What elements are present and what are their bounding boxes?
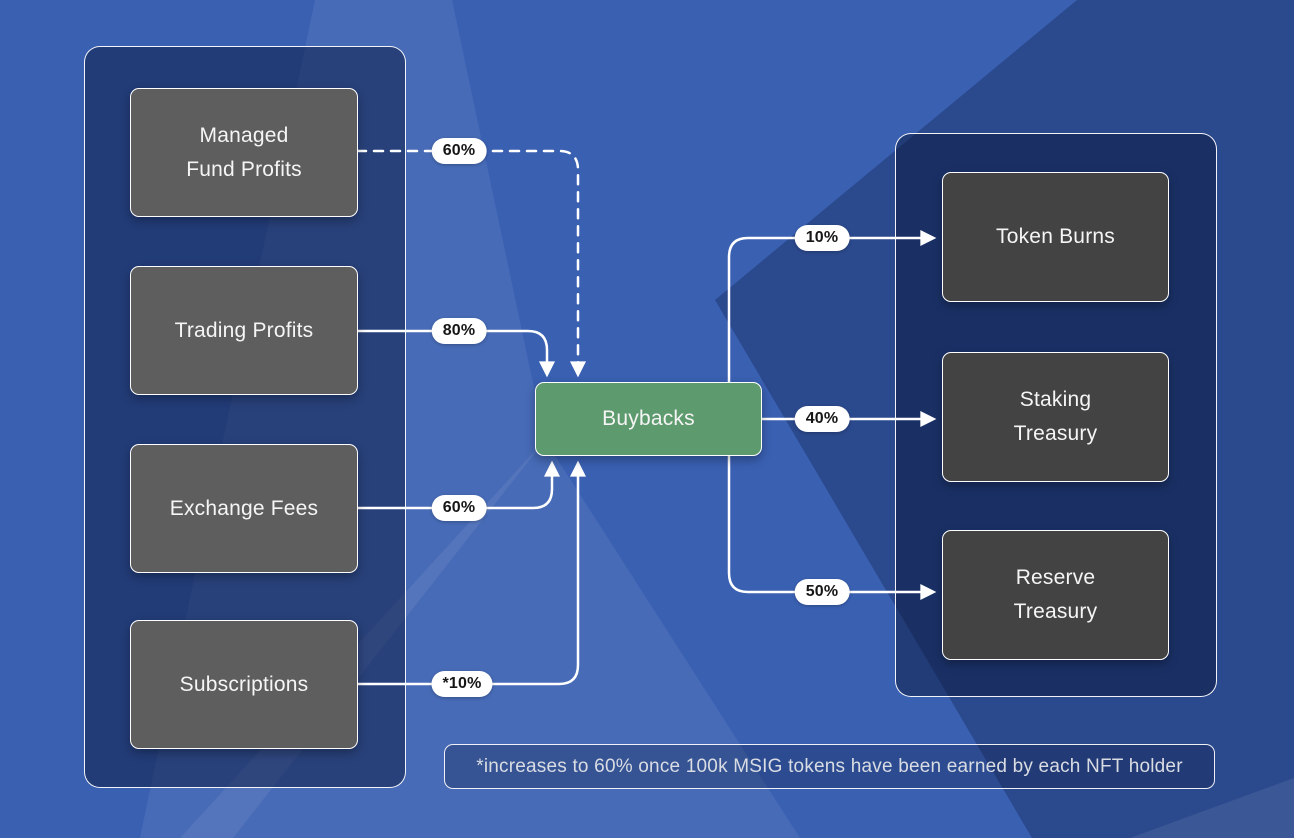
node-label: Managed Fund Profits <box>186 123 302 181</box>
edge-label-exchange-to-buybacks: 60% <box>431 495 487 521</box>
edge-buybacks-to-reserve-treasury <box>727 452 937 601</box>
node-label: Buybacks <box>602 407 695 430</box>
node-staking-treasury: Staking Treasury <box>942 352 1169 482</box>
footnote: *increases to 60% once 100k MSIG tokens … <box>444 744 1215 789</box>
edge-exchange-fees-to-buybacks <box>355 460 561 510</box>
node-label: Staking Treasury <box>1013 388 1098 445</box>
node-managed-fund-profits: Managed Fund Profits <box>130 88 358 217</box>
edge-label-buybacks-to-token-burns: 10% <box>794 225 850 251</box>
node-label: Trading Profits <box>174 318 314 342</box>
node-buybacks: Buybacks <box>535 382 762 456</box>
node-label: Subscriptions <box>179 672 309 696</box>
edge-subscriptions-to-buybacks <box>355 460 587 686</box>
edge-label-buybacks-to-staking-treasury: 40% <box>794 406 850 432</box>
edge-trading-profits-to-buybacks <box>355 329 556 378</box>
node-exchange-fees: Exchange Fees <box>130 444 358 573</box>
edge-label-trading-to-buybacks: 80% <box>431 318 487 344</box>
edge-label-buybacks-to-reserve-treasury: 50% <box>794 579 850 605</box>
edge-label-managed-to-buybacks: 60% <box>431 138 487 164</box>
node-label: Token Burns <box>996 225 1115 248</box>
node-subscriptions: Subscriptions <box>130 620 358 749</box>
footnote-text: *increases to 60% once 100k MSIG tokens … <box>476 755 1183 777</box>
node-label: Exchange Fees <box>169 496 319 520</box>
edge-label-subscriptions-to-buybacks: *10% <box>431 671 493 697</box>
edge-buybacks-to-token-burns <box>727 229 937 384</box>
node-token-burns: Token Burns <box>942 172 1169 302</box>
node-trading-profits: Trading Profits <box>130 266 358 395</box>
node-label: Reserve Treasury <box>1013 566 1098 623</box>
node-reserve-treasury: Reserve Treasury <box>942 530 1169 660</box>
